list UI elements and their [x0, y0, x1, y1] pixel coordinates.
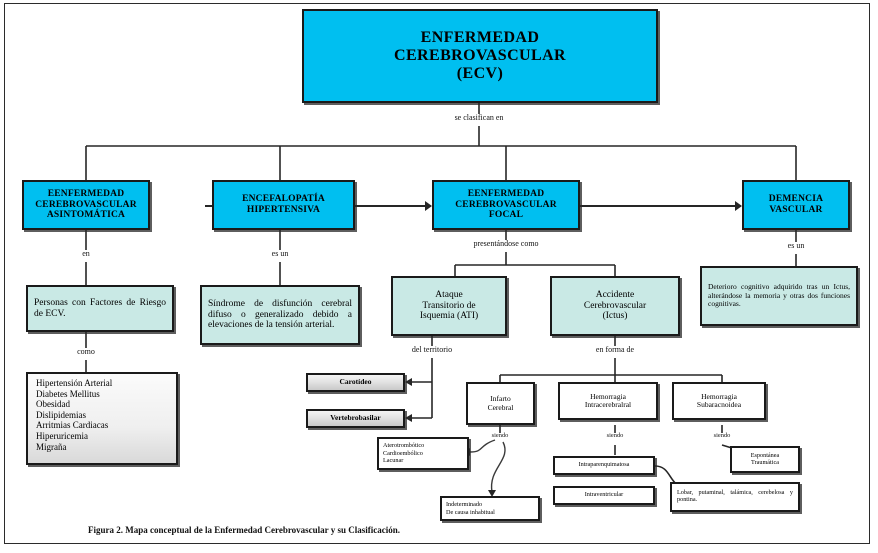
node-asintomatica-line-1: EENFERMEDAD	[47, 189, 125, 200]
edge-label-se-clasifican-en: se clasifican en	[454, 113, 504, 122]
deterioro-cognitivo-text: Deterioro cognitivo adquirido tras un Ic…	[708, 282, 850, 309]
node-ecv-asintomatica[interactable]: EENFERMEDAD CEREBROVASCULAR ASINTOMÁTICA	[22, 180, 150, 230]
edge-label-como: como	[77, 347, 95, 356]
carotideo-label: Carotídeo	[339, 377, 372, 387]
root-line-1: ENFERMEDAD	[420, 29, 540, 47]
ati-line-1: Ataque	[435, 290, 463, 301]
hemorragia-subaracnoidea-line-1: Hemorragia	[701, 391, 737, 401]
edge-label-siendo-subaracnoidea: siendo	[713, 432, 731, 439]
node-intraventricular[interactable]: Intraventricular	[553, 486, 655, 505]
node-demencia-vascular[interactable]: DEMENCIA VASCULAR	[742, 180, 850, 230]
edge-label-en: en	[82, 249, 90, 258]
root-node-ecv[interactable]: ENFERMEDAD CEREBROVASCULAR (ECV)	[302, 9, 658, 103]
edge-label-siendo-intracerebral: siendo	[606, 432, 624, 439]
vertebrobasilar-label: Vertebrobasilar	[330, 413, 381, 423]
node-asintomatica-line-2: CEREBROVASCULAR	[35, 199, 137, 210]
node-ecv-focal[interactable]: EENFERMEDAD CEREBROVASCULAR FOCAL	[432, 180, 580, 230]
subaracnoidea-line-2: Traumática	[751, 458, 779, 466]
node-encefalopatia-hipertensiva[interactable]: ENCEFALOPATÍA HIPERTENSIVA	[212, 180, 355, 230]
infarto-line-2: Cerebral	[487, 402, 514, 412]
node-demencia-line-1: DEMENCIA	[768, 194, 824, 205]
infarto-subtype-item: Aterotrombótico	[383, 442, 425, 450]
risk-factor-item: Migraña	[36, 441, 67, 452]
node-territorio-vertebrobasilar[interactable]: Vertebrobasilar	[306, 409, 405, 428]
infarto-subtype-item: Lacunar	[383, 457, 404, 465]
risk-factor-item: Dislipidemias	[36, 409, 86, 420]
hemorragia-intracerebral-line-1: Hemorragia	[590, 391, 626, 401]
edge-label-siendo-infarto: siendo	[491, 432, 509, 439]
node-encefalopatia-line-2: HIPERTENSIVA	[246, 205, 321, 215]
node-infarto-cerebral[interactable]: Infarto Cerebral	[466, 382, 535, 425]
infarto-line-1: Infarto	[490, 394, 511, 404]
risk-factor-item: Hipertensión Arterial	[36, 378, 113, 388]
node-personas-factores-riesgo[interactable]: Personas con Factores de Riesgo de ECV.	[26, 285, 174, 332]
edge-label-del-territorio: del territorio	[411, 345, 453, 354]
risk-factor-item: Arritmias Cardiacas	[36, 420, 109, 431]
node-subaracnoidea-subtipos[interactable]: Espontánea Traumática	[730, 446, 800, 473]
personas-riesgo-text: Personas con Factores de Riesgo de ECV.	[34, 297, 166, 319]
ictus-line-3: (Ictus)	[602, 311, 628, 322]
ictus-line-2: Cerebrovascular	[583, 300, 647, 311]
infarto-subtype-item: Cardioembólico	[383, 449, 423, 457]
node-infarto-subtipos[interactable]: Aterotrombótico Cardioembólico Lacunar	[377, 437, 469, 470]
risk-factor-item: Hiperuricemia	[36, 431, 88, 442]
figure-caption: Figura 2. Mapa conceptual de la Enfermed…	[88, 525, 400, 535]
node-hemorragia-subaracnoidea[interactable]: Hemorragia Subaracnoidea	[672, 382, 766, 420]
node-factores-riesgo-lista[interactable]: Hipertensión Arterial Diabetes Mellitus …	[26, 372, 178, 465]
intraparenquimatosa-label: Intraparenquimatosa	[578, 461, 630, 469]
node-localizaciones-hemorragia[interactable]: Lobar, putaminal, talámica, cerebelosa y…	[670, 482, 800, 512]
root-line-2: CEREBROVASCULAR	[394, 47, 566, 65]
risk-factor-item: Obesidad	[36, 399, 70, 410]
root-line-3: (ECV)	[456, 64, 504, 82]
hemorragia-subaracnoidea-line-2: Subaracnoidea	[696, 400, 742, 409]
hemorragia-intracerebral-line-2: Intracerebralral	[584, 400, 632, 409]
node-hemorragia-intracerebral[interactable]: Hemorragia Intracerebralral	[558, 382, 658, 420]
node-sindrome-disfuncion-cerebral[interactable]: Síndrome de disfunción cerebral difuso o…	[200, 285, 360, 345]
node-encefalopatia-line-1: ENCEFALOPATÍA	[242, 194, 325, 205]
edge-label-es-un-demencia: es un	[787, 241, 805, 250]
edge-label-es-un-encefalopatia: es un	[271, 249, 289, 258]
localizaciones-text: Lobar, putaminal, talámica, cerebelosa y…	[677, 489, 793, 503]
infarto-subtype-list: Aterotrombótico Cardioembólico Lacunar	[383, 442, 424, 464]
risk-factor-list: Hipertensión Arterial Diabetes Mellitus …	[34, 378, 170, 452]
node-ataque-transitorio-isquemia[interactable]: Ataque Transitorio de Isquemia (ATI)	[391, 276, 507, 336]
node-asintomatica-line-3: ASINTOMÁTICA	[46, 210, 126, 221]
ictus-line-1: Accidente	[595, 290, 635, 301]
figure-border	[4, 3, 870, 544]
node-infarto-indeterminado[interactable]: Indeterminado De causa inhabitual	[440, 496, 540, 521]
ati-line-3: Isquemia (ATI)	[419, 311, 479, 322]
edge-label-en-forma-de: en forma de	[595, 345, 635, 354]
edge-label-presentandose-como: presentándose como	[473, 239, 539, 248]
indeterminado-line-2: De causa inhabitual	[446, 508, 495, 516]
intraventricular-label: Intraventricular	[584, 491, 624, 499]
node-deterioro-cognitivo[interactable]: Deterioro cognitivo adquirido tras un Ic…	[700, 266, 858, 326]
node-intraparenquimatosa[interactable]: Intraparenquimatosa	[553, 456, 655, 475]
node-territorio-carotideo[interactable]: Carotídeo	[306, 373, 405, 392]
node-focal-line-2: CEREBROVASCULAR	[455, 199, 557, 210]
indeterminado-text-group: Indeterminado De causa inhabitual	[446, 501, 495, 516]
indeterminado-line-1: Indeterminado	[446, 501, 483, 509]
risk-factor-item: Diabetes Mellitus	[36, 388, 100, 399]
node-accidente-cerebrovascular-ictus[interactable]: Accidente Cerebrovascular (Ictus)	[550, 276, 680, 336]
subaracnoidea-line-1: Espontánea	[750, 451, 780, 459]
node-demencia-line-2: VASCULAR	[769, 205, 823, 215]
sindrome-hipertensivo-text: Síndrome de disfunción cerebral difuso o…	[208, 299, 352, 331]
node-focal-line-1: EENFERMEDAD	[467, 189, 545, 200]
node-focal-line-3: FOCAL	[488, 210, 524, 221]
ati-line-2: Transitorio de	[422, 300, 476, 311]
